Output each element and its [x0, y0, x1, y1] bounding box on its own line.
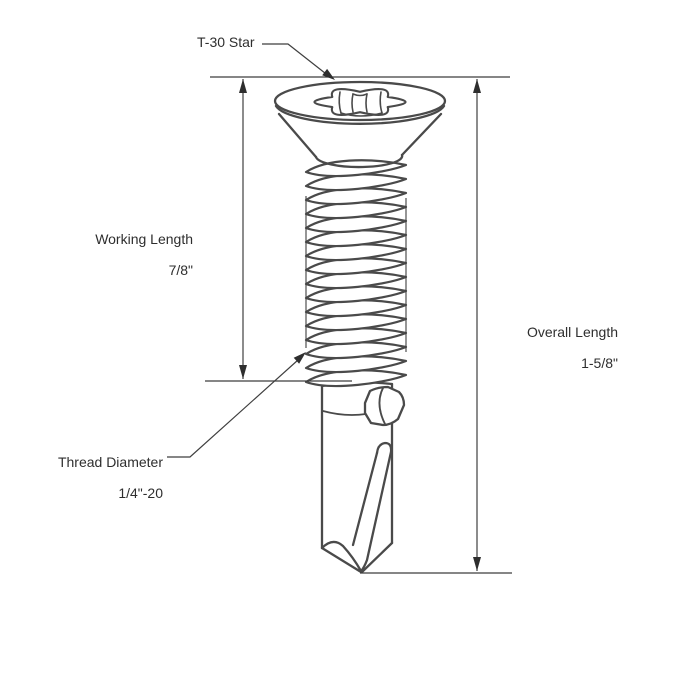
head-top-face: [273, 80, 447, 122]
torx-star-recess: [313, 88, 407, 117]
cutting-lip: [320, 540, 363, 573]
flute-inner-edge: [351, 451, 379, 547]
arrowhead-icon: [322, 68, 335, 80]
wing: [363, 385, 406, 427]
dimension-overall-length: [360, 79, 512, 574]
arrowhead-down-icon: [239, 365, 247, 379]
drill-point-section: [320, 381, 406, 574]
thread-diameter-label: Thread Diameter 1/4"-20: [43, 439, 163, 532]
leader-line: [167, 359, 299, 458]
working-length-value: 7/8": [168, 261, 193, 278]
dimension-working-length: [205, 76, 510, 382]
thread-runout-line: [322, 410, 367, 416]
overall-length-label: Overall Length 1-5/8": [511, 309, 618, 402]
working-length-label: Working Length 7/8": [80, 216, 193, 309]
arrowhead-icon: [293, 352, 306, 364]
star-recess-depth-lines: [338, 91, 383, 117]
arrowhead-up-icon: [239, 79, 247, 93]
thread-diameter-value: 1/4"-20: [118, 484, 163, 501]
dimension-annotations: [167, 43, 512, 574]
drive-type-label: T-30 Star: [197, 34, 255, 50]
thread-diameter-text: Thread Diameter: [57, 453, 163, 470]
thread-section: [304, 159, 408, 388]
arrowhead-down-icon: [473, 557, 481, 571]
arrowhead-up-icon: [473, 79, 481, 93]
overall-length-text: Overall Length: [526, 323, 618, 340]
point-right-bevel: [360, 541, 394, 574]
head-rim-arc: [274, 104, 446, 125]
star-outline: [313, 88, 407, 116]
leader-line: [262, 43, 331, 78]
working-length-text: Working Length: [95, 230, 193, 247]
wing-facet-line: [378, 387, 386, 425]
head-cone-right: [400, 112, 443, 157]
wing-outline: [363, 385, 406, 427]
leader-thread-diameter: [167, 196, 407, 458]
point-left-bevel: [320, 546, 363, 574]
overall-length-value: 1-5/8": [581, 354, 618, 371]
flute-edge: [359, 441, 393, 573]
leader-drive-type: [262, 43, 335, 80]
screw-head: [273, 80, 447, 169]
head-neck-arc: [314, 153, 404, 169]
head-cone-left: [277, 112, 318, 159]
